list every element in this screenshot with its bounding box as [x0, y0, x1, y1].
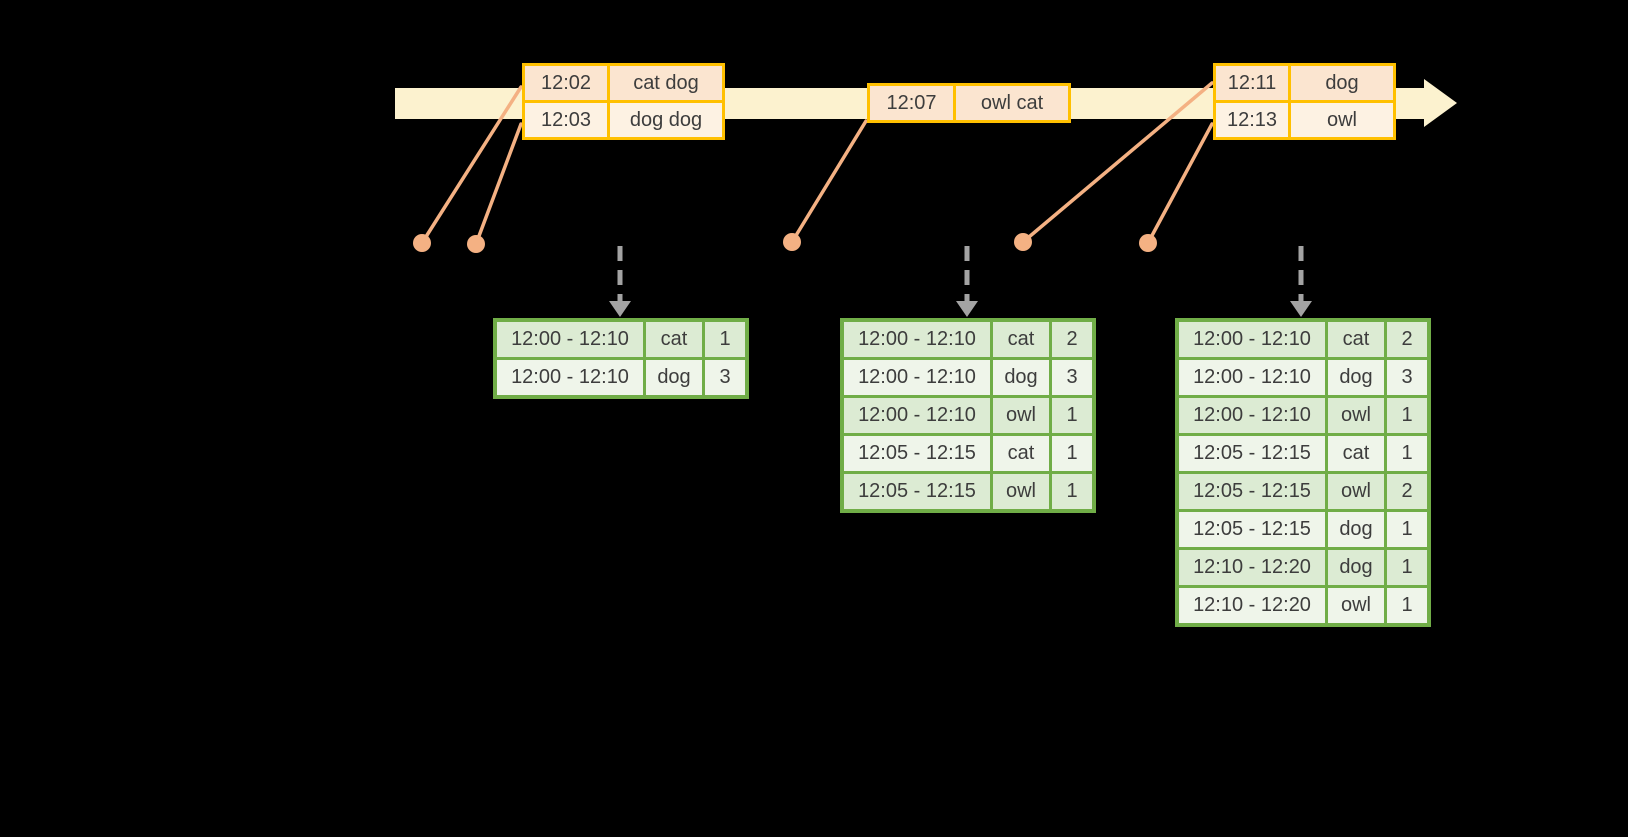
connector-line [474, 122, 523, 246]
event-time-cell: 12:03 [522, 100, 610, 140]
event-marker-dot [783, 233, 801, 251]
table-row: 12:05 - 12:15 dog 1 [1175, 509, 1431, 550]
event-words-cell: dog [1288, 63, 1396, 103]
window-cell: 12:00 - 12:10 [840, 318, 993, 360]
table-row: 12:07 owl cat [867, 83, 1071, 123]
trigger-arrow-head-icon [1290, 301, 1312, 317]
event-words-cell: owl cat [953, 83, 1071, 123]
window-cell: 12:05 - 12:15 [1175, 433, 1328, 474]
word-cell: owl [990, 395, 1052, 436]
word-cell: dog [1325, 357, 1387, 398]
event-time-cell: 12:11 [1213, 63, 1291, 103]
event-marker-dot [1014, 233, 1032, 251]
window-cell: 12:00 - 12:10 [1175, 318, 1328, 360]
event-words-cell: cat dog [607, 63, 725, 103]
count-cell: 3 [1384, 357, 1431, 398]
connector-line [420, 85, 523, 245]
window-cell: 12:10 - 12:20 [1175, 547, 1328, 588]
event-time-cell: 12:02 [522, 63, 610, 103]
count-cell: 1 [1049, 471, 1096, 513]
word-cell: cat [1325, 433, 1387, 474]
window-cell: 12:05 - 12:15 [840, 471, 993, 513]
trigger-arrow-head-icon [609, 301, 631, 317]
table-row: 12:00 - 12:10 dog 3 [840, 357, 1096, 398]
count-cell: 1 [1384, 433, 1431, 474]
table-row: 12:05 - 12:15 cat 1 [1175, 433, 1431, 474]
event-table-1: 12:02 cat dog 12:03 dog dog [522, 63, 725, 140]
table-row: 12:00 - 12:10 owl 1 [840, 395, 1096, 436]
word-cell: dog [1325, 509, 1387, 550]
connector-line [1146, 122, 1214, 245]
table-row: 12:02 cat dog [522, 63, 725, 103]
trigger-arrow-head-icon [956, 301, 978, 317]
word-cell: owl [1325, 585, 1387, 627]
count-cell: 2 [1384, 471, 1431, 512]
word-cell: owl [1325, 395, 1387, 436]
event-marker-dot [467, 235, 485, 253]
event-table-3: 12:11 dog 12:13 owl [1213, 63, 1396, 140]
table-row: 12:05 - 12:15 owl 2 [1175, 471, 1431, 512]
window-cell: 12:00 - 12:10 [493, 318, 646, 360]
count-cell: 1 [1049, 395, 1096, 436]
connector-line [1021, 81, 1214, 244]
word-cell: cat [990, 318, 1052, 360]
table-row: 12:11 dog [1213, 63, 1396, 103]
table-row: 12:00 - 12:10 cat 1 [493, 318, 749, 360]
event-time-cell: 12:07 [867, 83, 956, 123]
window-cell: 12:00 - 12:10 [1175, 357, 1328, 398]
table-row: 12:00 - 12:10 dog 3 [493, 357, 749, 399]
count-cell: 1 [1049, 433, 1096, 474]
word-cell: cat [1325, 318, 1387, 360]
window-cell: 12:05 - 12:15 [1175, 509, 1328, 550]
table-row: 12:10 - 12:20 owl 1 [1175, 585, 1431, 627]
word-cell: owl [1325, 471, 1387, 512]
event-words-cell: owl [1288, 100, 1396, 140]
count-cell: 1 [1384, 395, 1431, 436]
window-cell: 12:05 - 12:15 [1175, 471, 1328, 512]
count-cell: 2 [1049, 318, 1096, 360]
result-table-1: 12:00 - 12:10 cat 1 12:00 - 12:10 dog 3 [493, 318, 749, 399]
window-cell: 12:10 - 12:20 [1175, 585, 1328, 627]
table-row: 12:13 owl [1213, 100, 1396, 140]
table-row: 12:10 - 12:20 dog 1 [1175, 547, 1431, 588]
window-cell: 12:05 - 12:15 [840, 433, 993, 474]
connector-line [790, 119, 868, 244]
event-marker-dot [1139, 234, 1157, 252]
table-row: 12:00 - 12:10 cat 2 [1175, 318, 1431, 360]
word-cell: cat [643, 318, 705, 360]
count-cell: 1 [702, 318, 749, 360]
timeline-arrowhead-icon [1424, 79, 1457, 127]
count-cell: 1 [1384, 509, 1431, 550]
table-row: 12:05 - 12:15 cat 1 [840, 433, 1096, 474]
count-cell: 1 [1384, 585, 1431, 627]
event-time-cell: 12:13 [1213, 100, 1291, 140]
result-table-3: 12:00 - 12:10 cat 2 12:00 - 12:10 dog 3 … [1175, 318, 1431, 627]
word-cell: dog [990, 357, 1052, 398]
count-cell: 1 [1384, 547, 1431, 588]
window-cell: 12:00 - 12:10 [493, 357, 646, 399]
trigger-arrows [609, 246, 1312, 317]
count-cell: 3 [1049, 357, 1096, 398]
count-cell: 2 [1384, 318, 1431, 360]
window-cell: 12:00 - 12:10 [1175, 395, 1328, 436]
event-table-2: 12:07 owl cat [867, 83, 1071, 123]
word-cell: owl [990, 471, 1052, 513]
result-table-2: 12:00 - 12:10 cat 2 12:00 - 12:10 dog 3 … [840, 318, 1096, 513]
table-row: 12:03 dog dog [522, 100, 725, 140]
window-cell: 12:00 - 12:10 [840, 395, 993, 436]
event-markers [413, 233, 1157, 253]
table-row: 12:00 - 12:10 dog 3 [1175, 357, 1431, 398]
count-cell: 3 [702, 357, 749, 399]
table-row: 12:05 - 12:15 owl 1 [840, 471, 1096, 513]
window-cell: 12:00 - 12:10 [840, 357, 993, 398]
event-connector-lines [420, 81, 1214, 246]
table-row: 12:00 - 12:10 cat 2 [840, 318, 1096, 360]
word-cell: dog [643, 357, 705, 399]
word-cell: cat [990, 433, 1052, 474]
word-cell: dog [1325, 547, 1387, 588]
event-marker-dot [413, 234, 431, 252]
event-words-cell: dog dog [607, 100, 725, 140]
table-row: 12:00 - 12:10 owl 1 [1175, 395, 1431, 436]
